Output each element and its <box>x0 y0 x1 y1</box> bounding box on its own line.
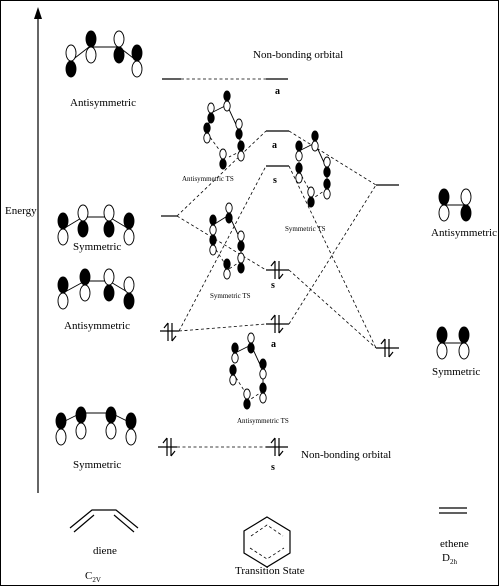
correlation-lines <box>176 78 377 448</box>
diene-orbital-symmetric-upper <box>57 204 135 246</box>
ts-sketch-antisymmetric-lower <box>229 332 267 410</box>
ethene-symmetric-label: Symmetric <box>432 366 480 378</box>
ethene-antisymmetric-label: Antisymmetric <box>431 227 497 239</box>
ethene-orbital-antisymmetric <box>438 188 472 222</box>
diene-point-group: C2V <box>85 570 101 584</box>
ts-antisymmetric-lower-label: Antisymmetric TS <box>237 417 289 425</box>
ethene-point-group: D2h <box>442 552 457 566</box>
ts-symmetric-left-label: Symmetric TS <box>210 292 251 300</box>
ts-level-label-s-lower: s <box>271 462 275 473</box>
diene-orbital-antisymmetric-lower <box>57 268 135 310</box>
ts-sketch-symmetric-right <box>295 130 331 208</box>
ts-antisymmetric-upper-label: Antisymmetric TS <box>182 175 234 183</box>
diene-antisymmetric-lower-label: Antisymmetric <box>64 320 130 332</box>
diene-antisymmetric-top-label: Antisymmetric <box>70 97 136 109</box>
diene-orbital-symmetric-lower <box>55 406 137 446</box>
ts-symmetric-right-label: Symmetric TS <box>285 225 326 233</box>
transition-state-hexagon <box>243 516 291 568</box>
ethene-name: ethene <box>440 538 469 550</box>
ts-level-label-a: a <box>272 140 277 151</box>
nonbonding-orbital-label-top: Non-bonding orbital <box>253 49 343 61</box>
ethene-orbital-symmetric <box>436 326 470 360</box>
ts-level-label-s: s <box>273 175 277 186</box>
diene-skeleton <box>69 509 139 533</box>
energy-axis-label: Energy <box>5 205 37 217</box>
ethene-skeleton <box>439 507 467 514</box>
diene-symmetric-lower-label: Symmetric <box>73 459 121 471</box>
ts-level-label-a-top: a <box>275 86 280 97</box>
ts-level-label-a-mid: a <box>271 339 276 350</box>
diene-orbital-antisymmetric-top <box>65 30 143 78</box>
ts-sketch-antisymmetric-upper <box>203 90 245 170</box>
electron-pair-diene-psi2 <box>163 322 177 342</box>
energy-axis-arrowhead <box>34 7 42 19</box>
ts-level-label-s-mid: s <box>271 280 275 291</box>
diene-symmetric-upper-label: Symmetric <box>73 241 121 253</box>
nonbonding-orbital-label-bottom: Non-bonding orbital <box>301 449 391 461</box>
ts-sketch-symmetric-left <box>209 202 245 280</box>
transition-state-name: Transition State <box>235 565 305 577</box>
diene-name: diene <box>93 545 117 557</box>
